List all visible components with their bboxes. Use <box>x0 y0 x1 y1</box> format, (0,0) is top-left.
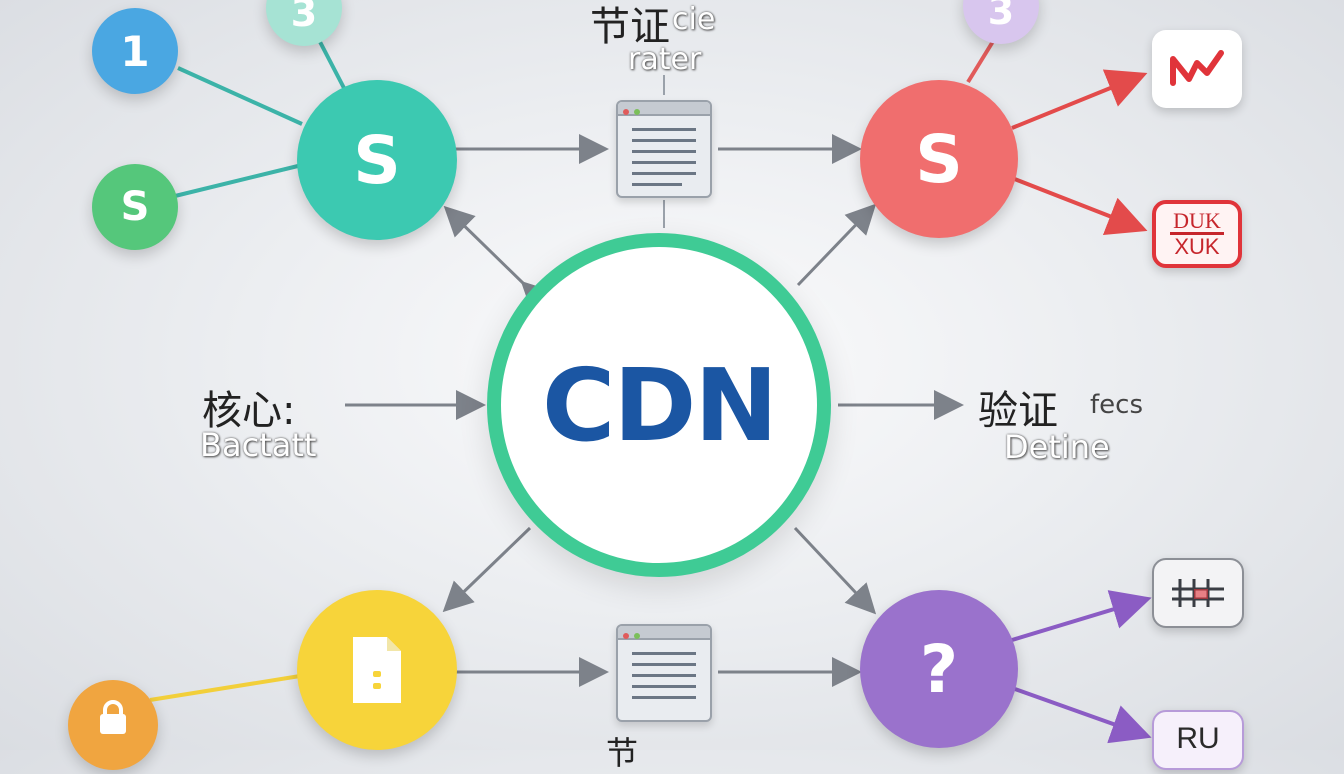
connector-small-s-to-s <box>174 163 303 198</box>
node-one-label: 1 <box>120 26 150 76</box>
left-label-cn: 核心: <box>202 388 296 434</box>
chart-tag <box>1152 30 1242 108</box>
node-three-right: 3 <box>963 0 1039 44</box>
grid-tag <box>1152 558 1244 628</box>
duk-tag-line1: DUK <box>1173 207 1221 233</box>
ru-tag-text: RU <box>1176 722 1220 755</box>
left-label-en: Bactatt <box>200 426 317 464</box>
node-three-right-label: 3 <box>987 0 1015 33</box>
node-file-bottom-left <box>297 590 457 750</box>
lock-icon <box>100 700 126 734</box>
arrow-cdn-to-s-topright <box>796 203 877 287</box>
grid-icon <box>1172 579 1224 607</box>
duk-tag-line2: XUK <box>1170 231 1224 259</box>
file-icon <box>353 637 401 703</box>
node-s-top-left-label: S <box>353 121 401 199</box>
bottom-label-cn: 节 <box>606 734 639 772</box>
top-label-en-a: cie <box>672 2 716 37</box>
right-label-en-b: Detine <box>1004 428 1110 466</box>
arrow-q-to-ru-tag <box>1011 686 1152 744</box>
top-label-en-b: rater <box>628 42 702 77</box>
node-three-left-label: 3 <box>290 0 318 35</box>
node-s-top-right: S <box>860 80 1018 238</box>
cdn-label: CDN <box>541 346 778 464</box>
node-s-top-left: S <box>297 80 457 240</box>
connector-lock-to-yellow <box>149 674 301 702</box>
arrow-q-to-grid-tag <box>1011 590 1152 642</box>
node-s-top-right-label: S <box>915 120 963 198</box>
node-small-s: S <box>92 164 178 250</box>
document-icon-bottom <box>616 624 712 722</box>
cdn-hub: CDN <box>487 233 831 577</box>
connection-arrows <box>149 28 1152 744</box>
chart-icon <box>1170 50 1224 86</box>
ru-tag: RU <box>1152 710 1244 770</box>
arrow-cdn-s-topleft <box>443 205 553 313</box>
arrow-cdn-to-yellow <box>442 526 532 613</box>
node-question-label: ? <box>919 630 959 708</box>
duk-tag: DUK XUK <box>1152 200 1242 268</box>
node-one: 1 <box>92 8 178 94</box>
node-lock <box>68 680 158 770</box>
arrow-s-to-duk-tag <box>1011 176 1148 235</box>
connector-1-to-s <box>177 66 303 126</box>
connector-3-to-s <box>316 37 347 91</box>
right-label-en-a: fecs <box>1090 390 1143 420</box>
right-label-cn: 验证 <box>978 388 1058 434</box>
node-question-bottom-right: ? <box>860 590 1018 748</box>
node-small-s-label: S <box>120 184 150 230</box>
top-label-cn: 节证 <box>590 4 670 50</box>
arrow-cdn-to-purple <box>793 526 877 615</box>
document-icon-top <box>616 100 712 198</box>
arrow-s-to-chart-tag <box>1011 69 1148 130</box>
